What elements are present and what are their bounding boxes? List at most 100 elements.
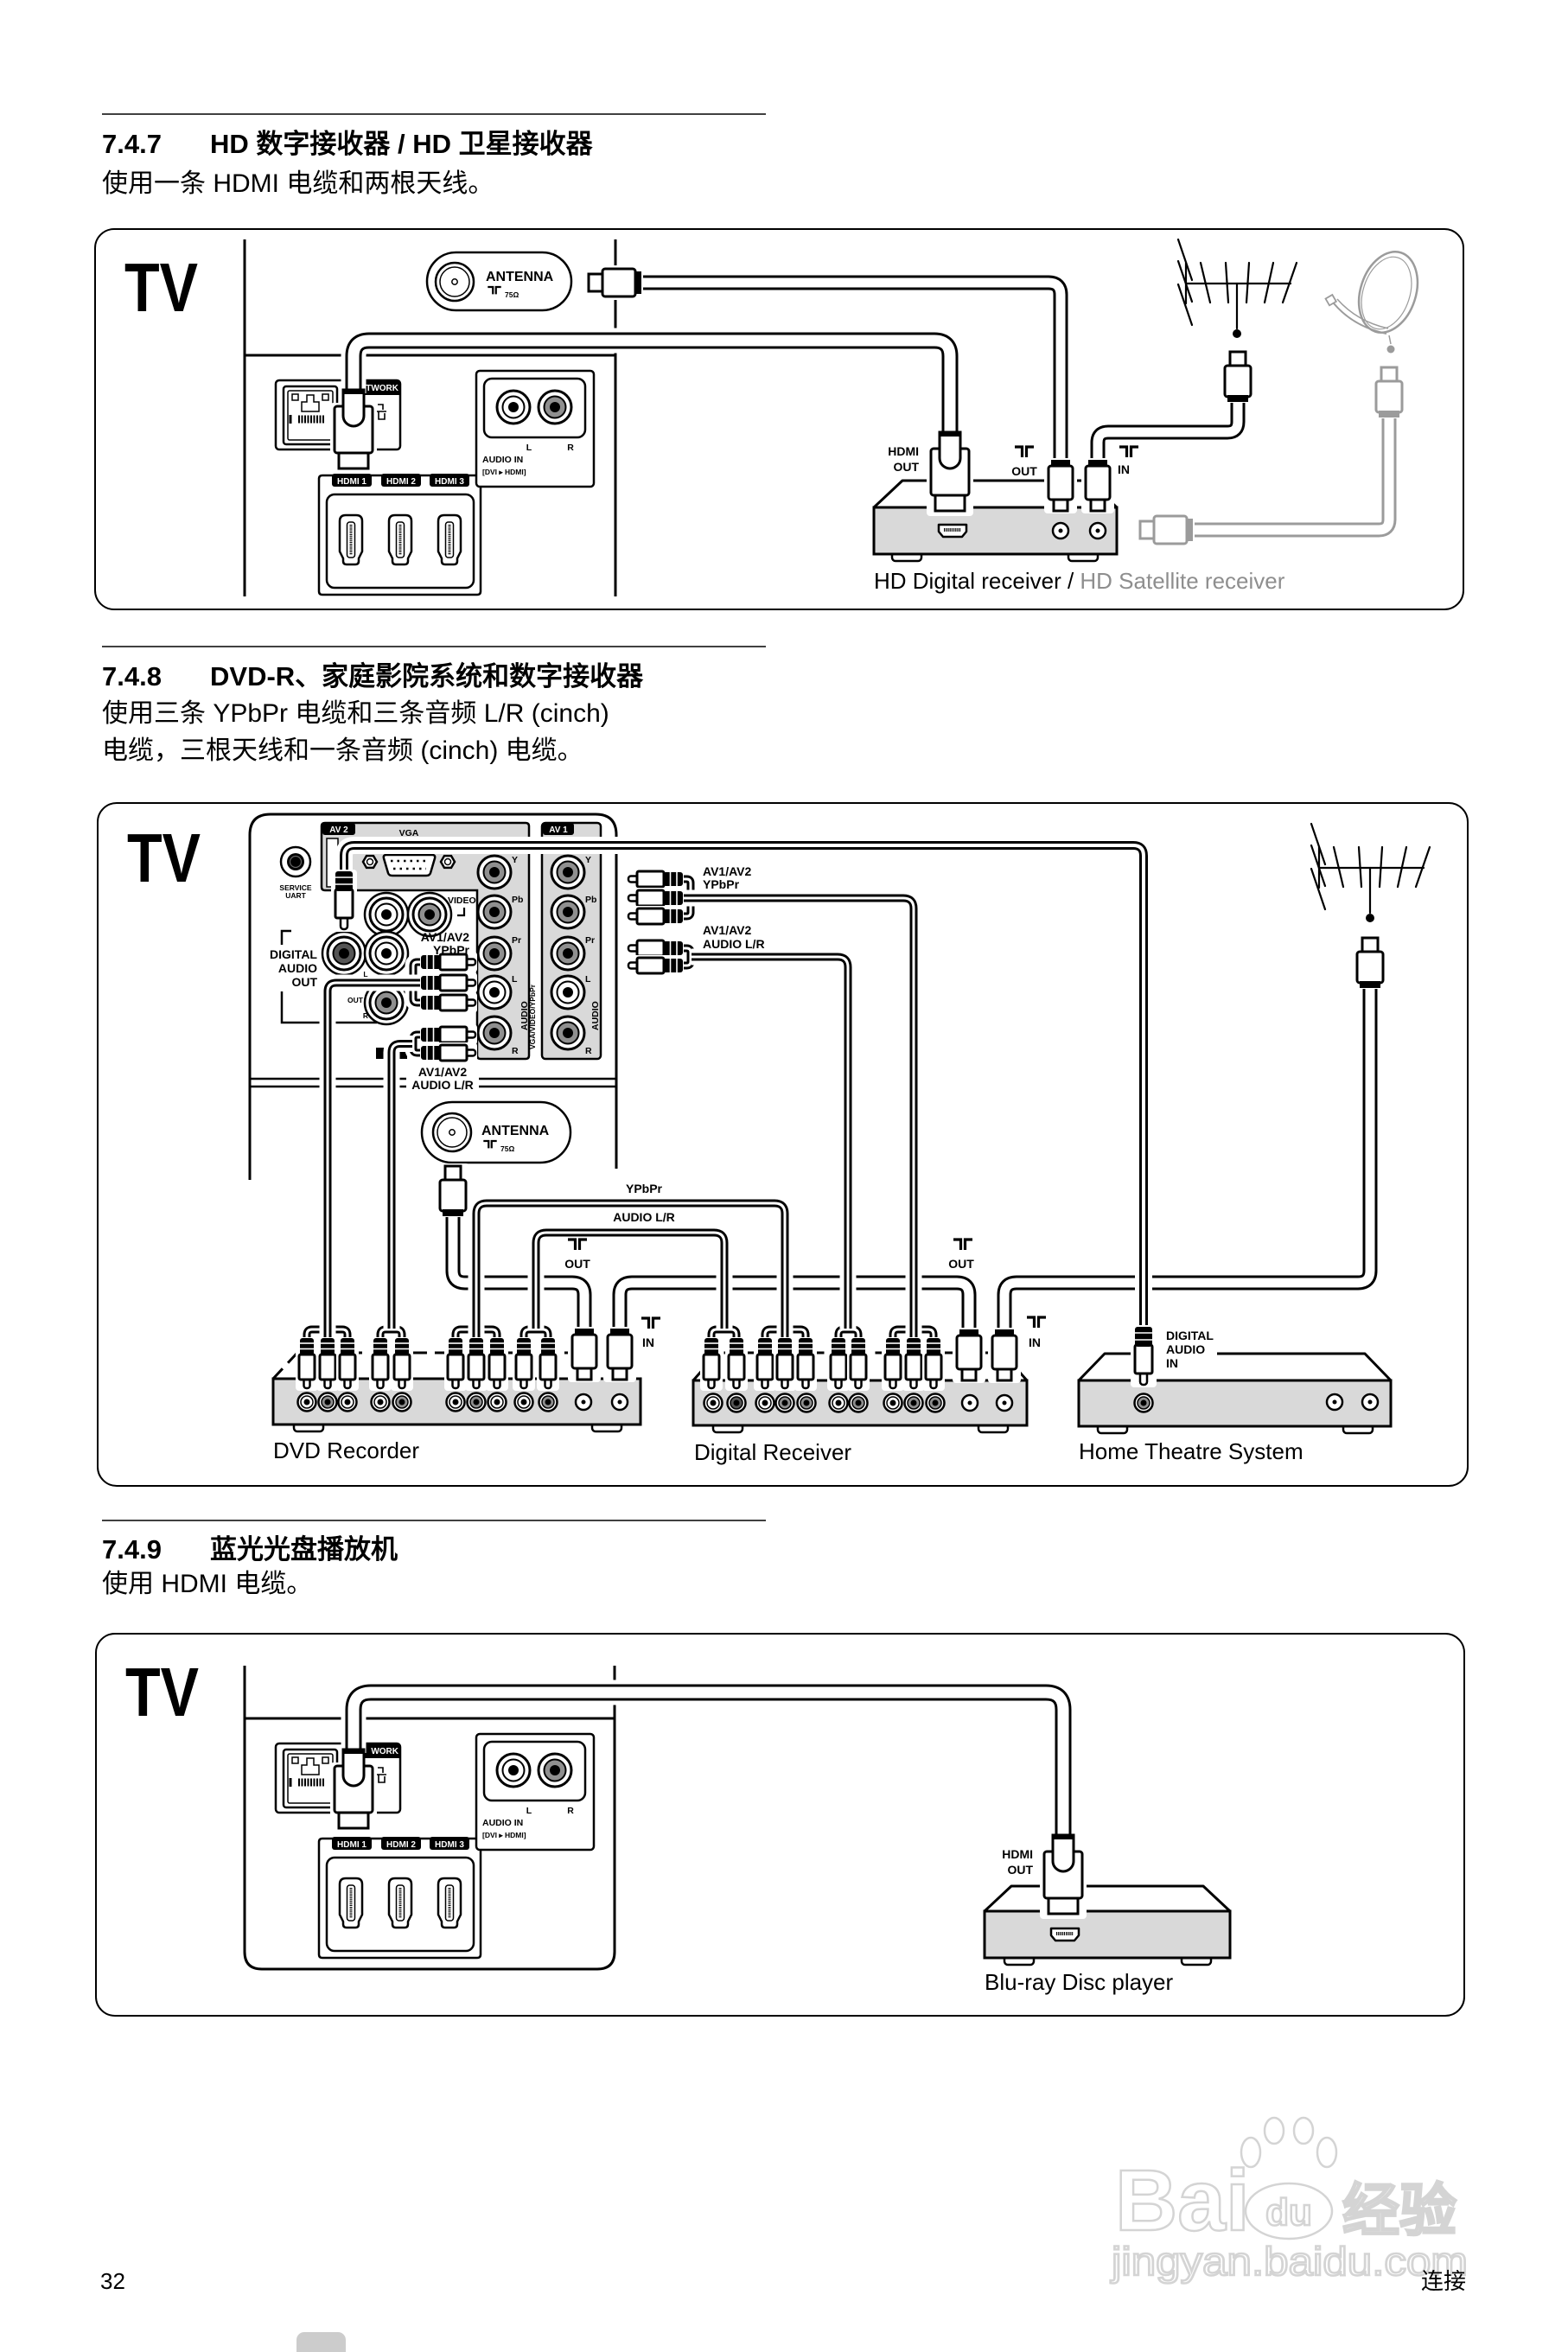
jack-hole bbox=[1140, 1399, 1147, 1406]
dish-reflector-rim bbox=[1361, 256, 1412, 330]
rca-plug-grip bbox=[321, 1338, 335, 1355]
label-background bbox=[406, 1064, 479, 1093]
cable-receiver-in-to-antenna bbox=[1086, 399, 1250, 462]
home-theatre-system-label: Home Theatre System bbox=[1079, 1438, 1303, 1464]
dvd-av-jack bbox=[487, 1392, 507, 1412]
jack-hole bbox=[855, 1399, 862, 1406]
tv-antenna-plug bbox=[586, 265, 643, 300]
outdoor-antenna-plug bbox=[1354, 935, 1386, 989]
coax-plug-body bbox=[1084, 464, 1112, 501]
cable-splitter bbox=[515, 1321, 557, 1341]
dish-reflector bbox=[1357, 251, 1419, 334]
antenna-reflector bbox=[1176, 238, 1194, 282]
rca-plug-grip bbox=[449, 1338, 462, 1355]
jack-hole bbox=[932, 1399, 939, 1406]
section-description: 电缆，三根天线和一条音频 (cinch) 电缆。 bbox=[102, 736, 583, 765]
antenna-in-symbol-icon bbox=[1119, 445, 1138, 457]
jack-hole bbox=[489, 1028, 500, 1038]
dvd-recorder-label: DVD Recorder bbox=[273, 1437, 419, 1463]
receiver-ypbpr-out-plugs bbox=[882, 1316, 945, 1391]
hdmi-3-tab bbox=[430, 474, 469, 487]
hdmi-plug-collar bbox=[343, 389, 364, 394]
hdmi-plug-tip bbox=[934, 493, 966, 513]
tv-ypbpr-plugs bbox=[401, 952, 477, 1013]
rca-plug bbox=[627, 888, 684, 908]
rca-plug-grip bbox=[300, 1338, 314, 1355]
rca-plug bbox=[391, 1337, 413, 1391]
audio-in-note: [DVI ▸ HDMI] bbox=[482, 468, 526, 476]
av2-tab-label: AV 2 bbox=[329, 825, 348, 835]
hdmi-2-tab-label: HDMI 2 bbox=[386, 1840, 416, 1850]
tv-hdmi-plug bbox=[330, 388, 377, 474]
hdmi-out-label: HDMI bbox=[1002, 1847, 1033, 1861]
cable-core bbox=[379, 1328, 404, 1341]
dvd-av-jack bbox=[466, 1392, 487, 1412]
terrestrial-antenna-icon bbox=[1176, 238, 1298, 338]
ypbpr-cable-label: YPbPr bbox=[626, 1182, 663, 1195]
dvd-antenna-out-symbol-icon bbox=[568, 1238, 587, 1250]
diagram-frame bbox=[95, 1633, 1465, 2017]
audio-in-right-jack bbox=[537, 1752, 573, 1788]
audio-in-right-label: R bbox=[567, 443, 574, 453]
hdmi-2-tab-label: HDMI 2 bbox=[386, 477, 416, 487]
device-label-alt: HD Satellite receiver bbox=[1080, 568, 1284, 594]
rca-plug-body bbox=[755, 1353, 774, 1381]
rca-plug-body bbox=[635, 870, 666, 889]
coax-plug-body bbox=[1355, 950, 1385, 985]
rca-plug-body bbox=[392, 1353, 411, 1381]
antenna-symbol-icon bbox=[483, 1139, 497, 1149]
dvd-ypbpr-in-plugs bbox=[296, 1316, 359, 1391]
tv-label: TV bbox=[124, 249, 198, 326]
rj45-led-icon bbox=[291, 1756, 299, 1764]
watermark-brand-left: Bai bbox=[1115, 2152, 1250, 2249]
dvd-antenna-in-plug bbox=[603, 1327, 636, 1382]
video-label: VIDEO bbox=[448, 896, 476, 906]
jack-hole bbox=[473, 1399, 480, 1405]
rca-plug-body bbox=[727, 1353, 746, 1381]
hdmi-socket-slot bbox=[346, 1884, 356, 1922]
jack-hole bbox=[344, 1399, 351, 1405]
rca-plug bbox=[420, 972, 477, 993]
jack-hole bbox=[563, 1028, 573, 1038]
terrestrial-antenna-icon bbox=[1310, 822, 1431, 922]
rca-plug-body bbox=[635, 907, 666, 926]
av1-y-jack bbox=[550, 854, 586, 890]
coax-plug-body bbox=[1047, 464, 1074, 501]
rca-plug-grip bbox=[341, 1338, 354, 1355]
rca-plug-body bbox=[514, 1353, 533, 1381]
rca-plug-grip bbox=[799, 1338, 813, 1355]
receiver-ypbpr-in-plugs bbox=[754, 1316, 817, 1391]
rca-plug-grip bbox=[778, 1338, 792, 1355]
receiver-av-jack bbox=[925, 1393, 946, 1413]
receiver-av-jack bbox=[796, 1393, 817, 1413]
coax-jack-pin bbox=[1058, 528, 1063, 533]
vga-screw-hole bbox=[366, 857, 374, 866]
antenna-impedance-label: 75Ω bbox=[500, 1144, 514, 1153]
receiver-antenna-in-plug bbox=[988, 1328, 1021, 1383]
rca-plug-grip bbox=[1135, 1327, 1152, 1347]
hts-digital-audio-plug bbox=[1131, 1325, 1157, 1387]
rca-plug-grip bbox=[663, 872, 683, 886]
rca-plug-body bbox=[467, 1353, 486, 1381]
av1-pb-label: Pb bbox=[585, 895, 596, 905]
rca-plug bbox=[627, 906, 684, 927]
jack-hole bbox=[398, 1399, 405, 1405]
rca-plug bbox=[700, 1337, 723, 1391]
jack-hole bbox=[324, 1399, 331, 1405]
rca-plug bbox=[486, 1337, 508, 1391]
hts-digital-audio-in-label: IN bbox=[1166, 1356, 1178, 1370]
rca-plug-grip bbox=[886, 1338, 900, 1355]
audio-out-right-label: R bbox=[363, 1011, 368, 1020]
digital-audio-out-jack bbox=[321, 930, 367, 977]
hdmi-ports-frame bbox=[317, 474, 482, 596]
hdmi-out-label: OUT bbox=[1007, 1863, 1033, 1877]
hdmi-1-socket bbox=[338, 1877, 364, 1929]
cable-core bbox=[342, 844, 1145, 1329]
rca-plug-body bbox=[635, 956, 666, 975]
jack-hole bbox=[489, 948, 500, 959]
section-number: 7.4.8 bbox=[102, 661, 162, 692]
av1-l-label: L bbox=[585, 974, 591, 985]
vga-connector bbox=[382, 853, 437, 877]
hdmi-3-socket bbox=[437, 513, 462, 566]
